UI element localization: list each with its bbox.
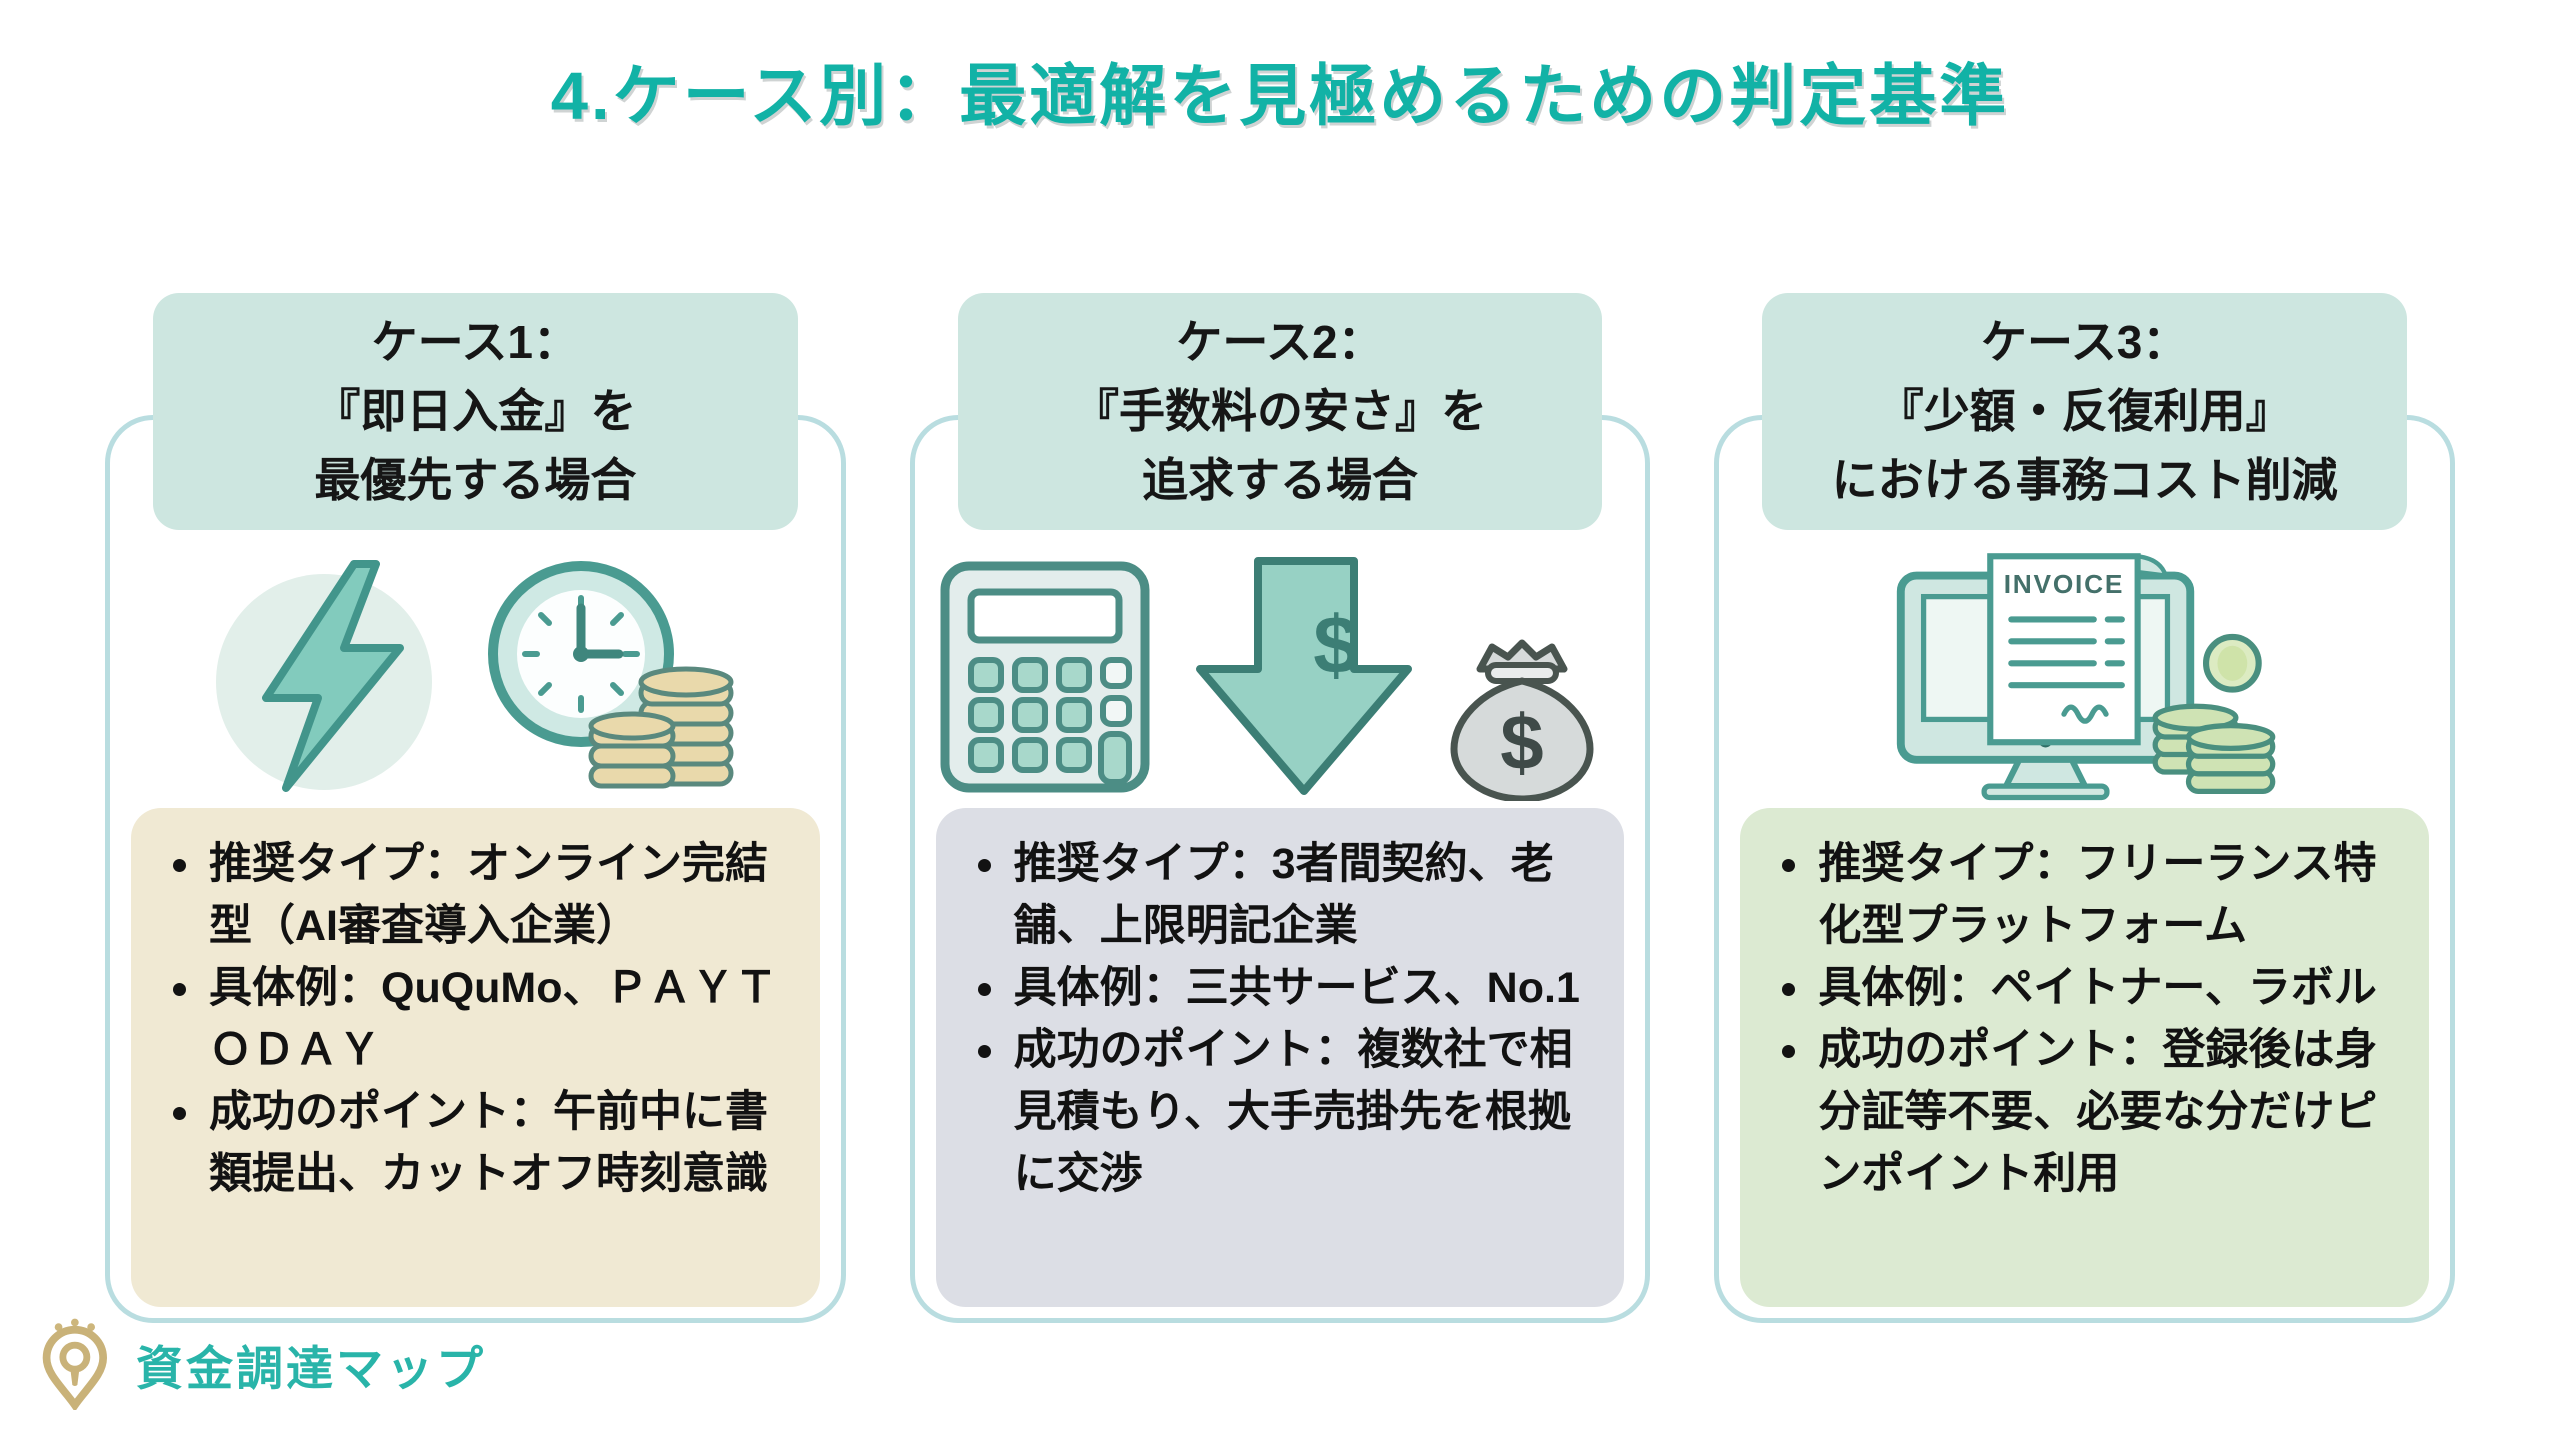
case3-header: ケース3： 『少額・反復利用』 における事務コスト削減	[1762, 293, 2407, 530]
calculator-icon	[935, 554, 1160, 799]
case3-bullet-examples: 具体例：ペイトナー、ラボル	[1814, 958, 2403, 1020]
case1-header-line1: ケース1：	[371, 316, 579, 368]
case3-bullet-recommended-type: 推奨タイプ：フリーランス特化型プラットフォーム	[1814, 834, 2403, 958]
case3-bullet-success-point: 成功のポイント：登録後は身分証等不要、必要な分だけピンポイント利用	[1814, 1020, 2403, 1206]
case2-bullet-success-point: 成功のポイント：複数社で相見積もり、大手売掛先を根拠に交渉	[1010, 1020, 1599, 1206]
case1-bullet-recommended-type: 推奨タイプ：オンライン完結型（AI審査導入企業）	[205, 834, 794, 958]
case2-header-line2: 『手数料の安さ』を	[1073, 385, 1487, 437]
case2-bullet-list: 推奨タイプ：3者間契約、老舗、上限明記企業 具体例：三共サービス、No.1 成功…	[964, 834, 1599, 1205]
clock-coins-icon	[473, 554, 738, 799]
invoice-label: INVOICE	[2003, 569, 2123, 599]
case1-bullet-success-point: 成功のポイント：午前中に書類提出、カットオフ時刻意識	[205, 1082, 794, 1206]
case2-header: ケース2： 『手数料の安さ』を 追求する場合	[957, 293, 1603, 530]
svg-text:$: $	[1500, 698, 1543, 786]
lightning-bolt-icon	[212, 554, 447, 799]
invoice-monitor-icon: INVOICE	[1885, 551, 2285, 801]
page-title: 4.ケース別：最適解を見極めるための判定基準	[550, 59, 2010, 134]
case2-bullet-examples: 具体例：三共サービス、No.1	[1010, 958, 1599, 1020]
case1-header: ケース1： 『即日入金』を 最優先する場合	[153, 293, 798, 530]
case3-header-line3: における事務コスト削減	[1831, 454, 2338, 506]
case2-icons: $ $	[910, 551, 1651, 801]
case1-icons	[105, 551, 846, 801]
case1-bullet-examples: 具体例：QuQuMo、ＰＡＹＴＯＤＡＹ	[205, 958, 794, 1082]
case2-content: 推奨タイプ：3者間契約、老舗、上限明記企業 具体例：三共サービス、No.1 成功…	[935, 808, 1625, 1307]
case3-content: 推奨タイプ：フリーランス特化型プラットフォーム 具体例：ペイトナー、ラボル 成功…	[1740, 808, 2430, 1307]
brand-name: 資金調達マップ	[136, 1341, 486, 1395]
case3-card: ケース3： 『少額・反復利用』 における事務コスト削減 INVOICE	[1714, 293, 2456, 1323]
case1-header-line2: 『即日入金』を	[314, 385, 637, 437]
case2-header-line1: ケース2：	[1176, 316, 1384, 368]
case2-header-line3: 追求する場合	[1142, 454, 1418, 506]
money-bag-icon: $	[1449, 639, 1594, 801]
case3-header-line1: ケース3：	[1981, 316, 2189, 368]
case2-bullet-recommended-type: 推奨タイプ：3者間契約、老舗、上限明記企業	[1010, 834, 1599, 958]
case2-card: ケース2： 『手数料の安さ』を 追求する場合	[909, 293, 1651, 1323]
brand-logo: 資金調達マップ	[26, 1318, 486, 1410]
map-pin-crown-icon	[26, 1318, 122, 1410]
case3-bullet-list: 推奨タイプ：フリーランス特化型プラットフォーム 具体例：ペイトナー、ラボル 成功…	[1768, 834, 2403, 1205]
case1-card: ケース1： 『即日入金』を 最優先する場合	[105, 293, 846, 1323]
case3-icons: INVOICE	[1714, 551, 2455, 801]
svg-text:$: $	[1313, 600, 1359, 691]
case1-bullet-list: 推奨タイプ：オンライン完結型（AI審査導入企業） 具体例：QuQuMo、ＰＡＹＴ…	[159, 834, 794, 1205]
dollar-down-arrow-icon: $ $	[1186, 551, 1626, 801]
case-cards-row: ケース1： 『即日入金』を 最優先する場合	[105, 293, 2456, 1323]
case1-content: 推奨タイプ：オンライン完結型（AI審査導入企業） 具体例：QuQuMo、ＰＡＹＴ…	[131, 808, 820, 1307]
case3-header-line2: 『少額・反復利用』	[1877, 385, 2292, 437]
case1-header-line3: 最優先する場合	[314, 454, 637, 506]
